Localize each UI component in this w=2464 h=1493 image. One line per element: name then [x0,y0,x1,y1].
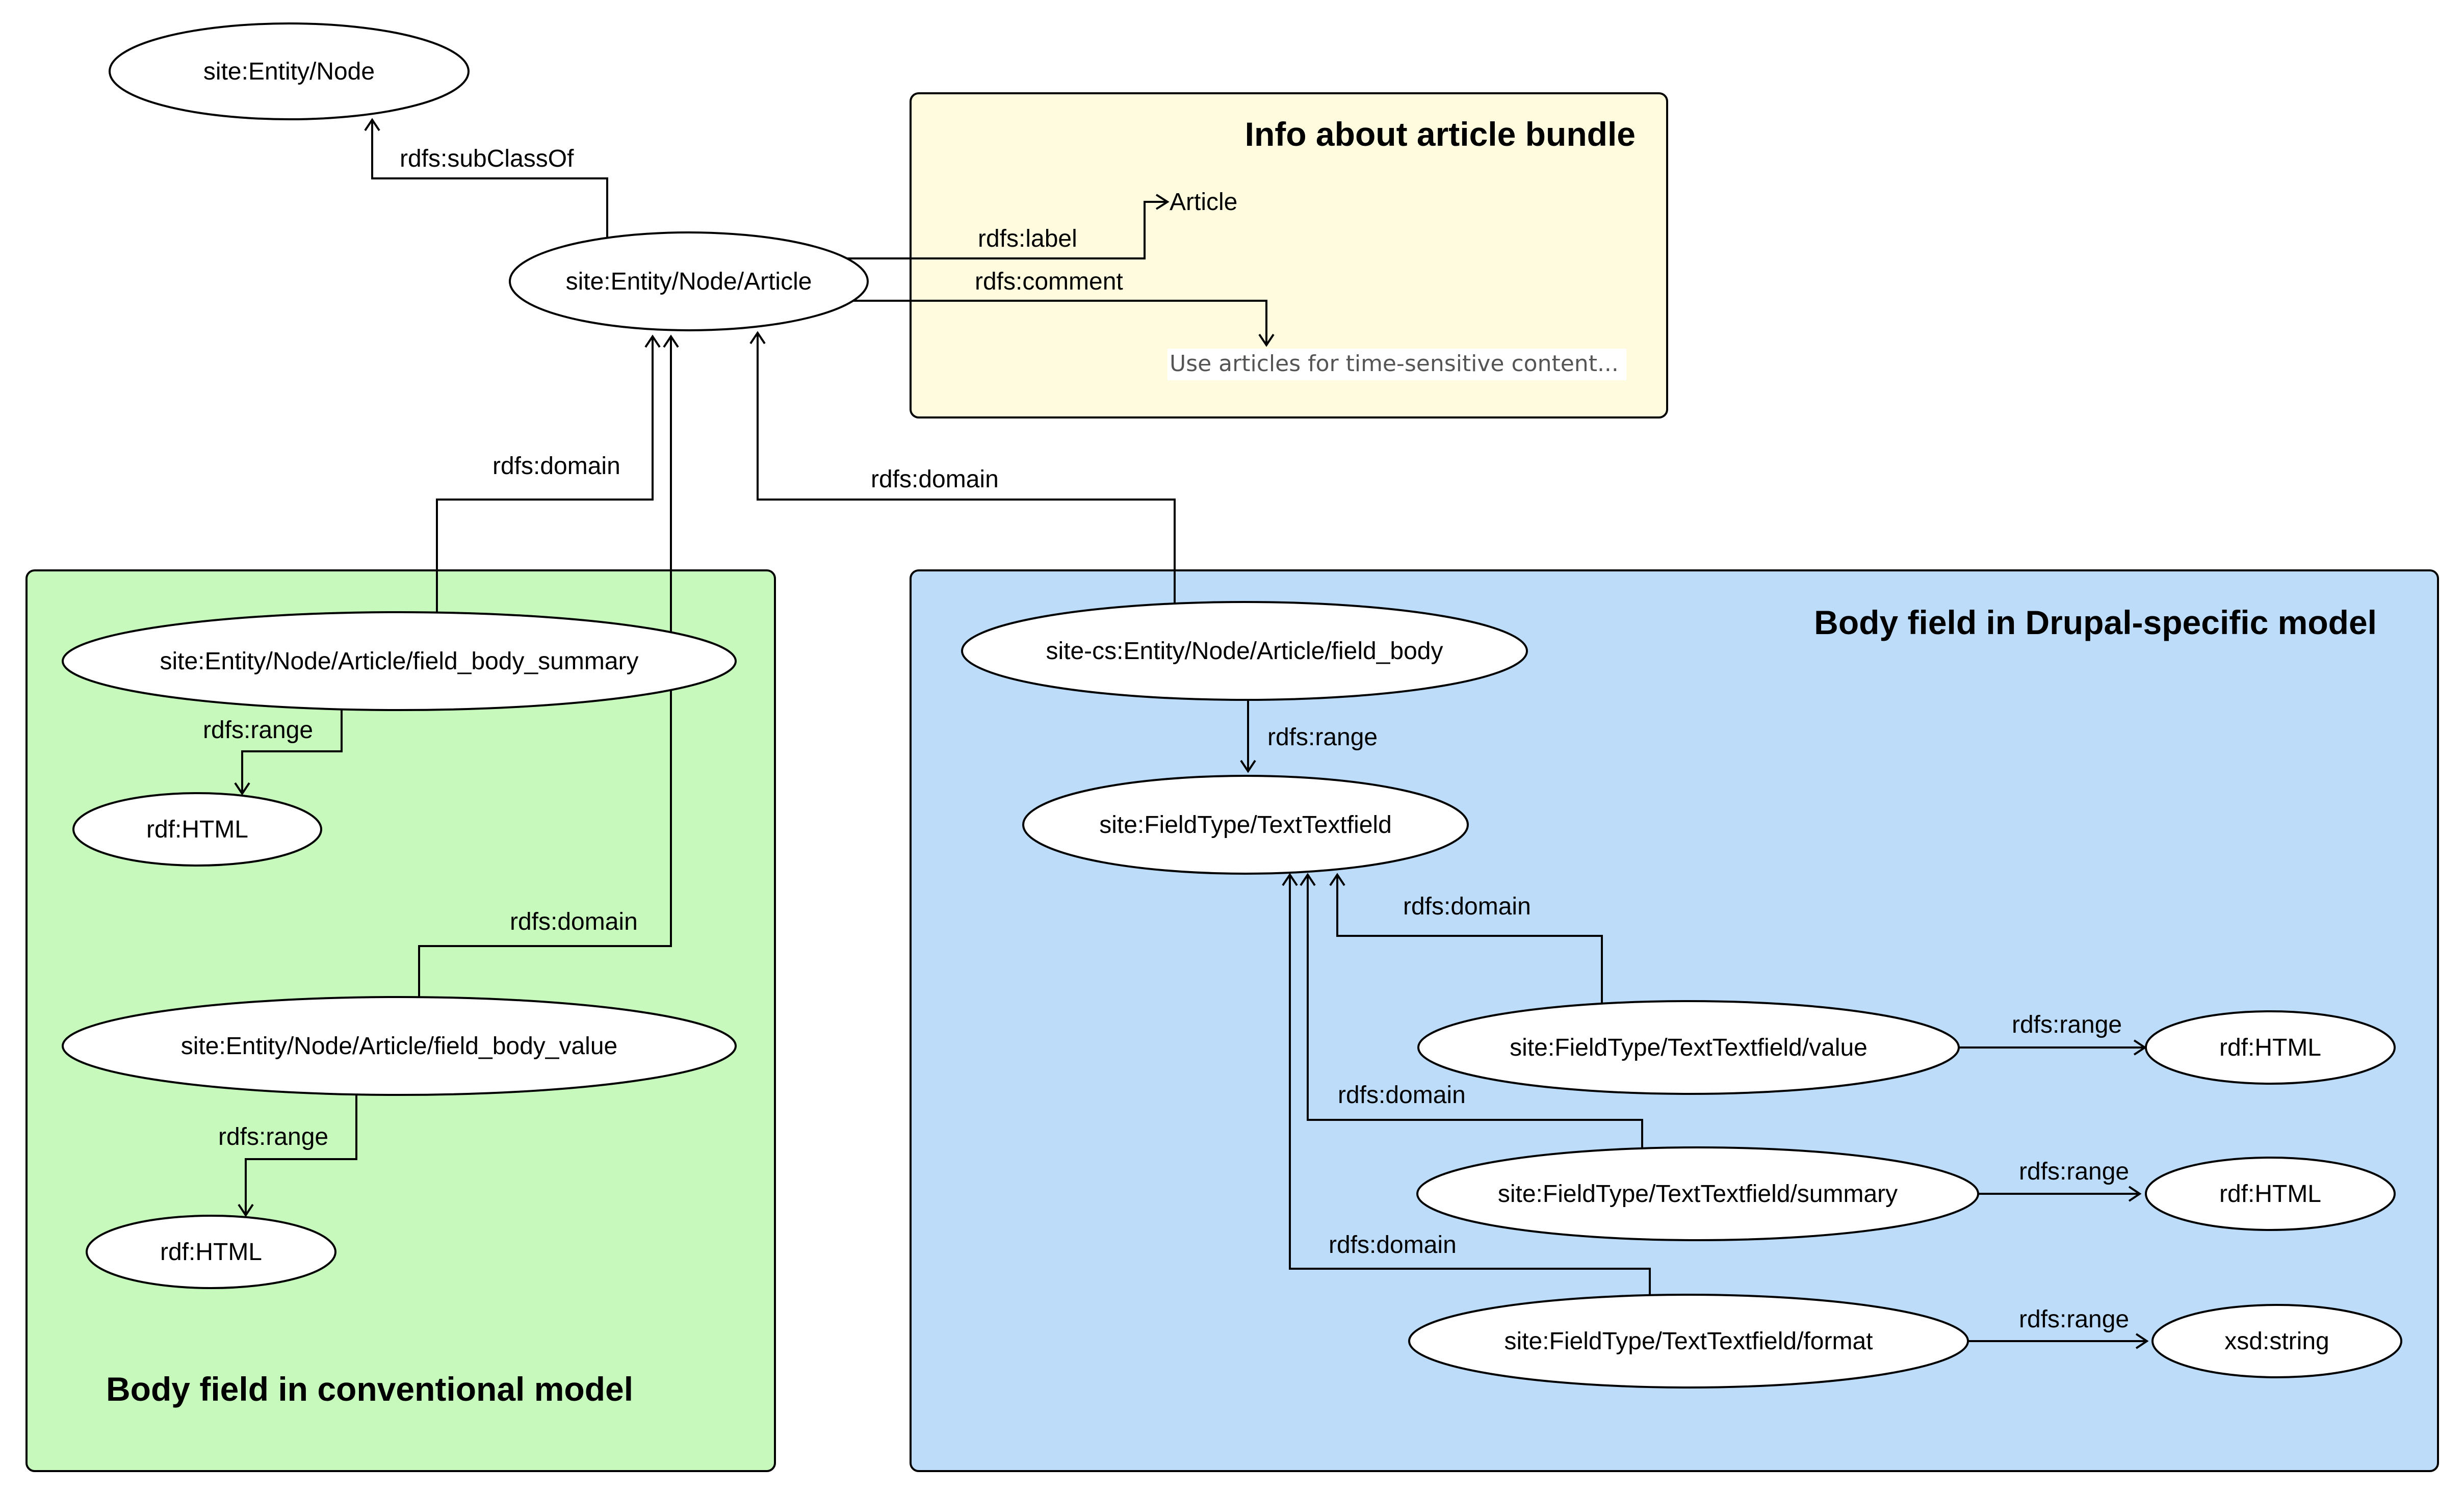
arrow-head [234,782,250,796]
node-article-label: site:Entity/Node/Article [566,268,812,295]
edge-label [846,201,1166,259]
edge-comment [851,300,1267,345]
edge-label-subclassof: rdfs:subClassOf [400,145,574,172]
arrow-head [749,331,766,345]
node-text-textfield-label: site:FieldType/TextTextfield [1099,811,1392,839]
node-value-html [86,1215,336,1289]
node-tt-format-string-label: xsd:string [2224,1328,2329,1355]
edge-label-comment: rdfs:comment [975,268,1123,295]
edge-value-range [245,1093,357,1215]
node-cs-field-body-label: site-cs:Entity/Node/Article/field_body [1046,638,1443,665]
node-field-body-summary-label: site:Entity/Node/Article/field_body_summ… [160,648,638,675]
edge-label-label: rdfs:label [978,225,1077,252]
arrow-head [1282,873,1298,886]
arrow-head [1329,873,1345,886]
literal-article-comment: Use articles for time-sensitive content.… [1170,351,1619,377]
node-tt-summary-html [2145,1157,2396,1231]
edge-label-tt-summary-range: rdfs:range [2019,1158,2129,1185]
edge-label-cs-range: rdfs:range [1267,724,1378,751]
arrow-head [1240,759,1256,773]
node-tt-value-html-label: rdf:HTML [2219,1034,2321,1061]
node-tt-value [1417,1000,1960,1095]
arrow-head [364,118,380,132]
group-info-box [910,92,1668,418]
node-tt-value-html [2145,1010,2396,1085]
edge-label-tt-value-domain: rdfs:domain [1403,893,1531,920]
literal-article-label: Article [1170,189,1237,216]
edge-tt-summary-domain [1307,875,1643,1148]
node-article [509,231,869,331]
node-summary-html-label: rdf:HTML [146,816,248,843]
node-field-body-value-label: site:Entity/Node/Article/field_body_valu… [181,1033,617,1060]
node-text-textfield [1022,775,1469,875]
edge-label-tt-value-range: rdfs:range [2012,1011,2122,1038]
arrow-head [1300,873,1316,886]
node-tt-value-label: site:FieldType/TextTextfield/value [1510,1034,1868,1061]
edge-label-cs-domain: rdfs:domain [871,466,999,493]
node-cs-field-body [961,601,1528,701]
node-tt-summary [1416,1146,1979,1241]
edge-subclassof [371,120,608,242]
arrow-head [2128,1186,2142,1202]
node-tt-summary-label: site:FieldType/TextTextfield/summary [1498,1181,1898,1208]
edge-label-value-range: rdfs:range [218,1123,328,1150]
edge-tt-format-domain [1289,875,1651,1294]
literal-comment-bg [1168,349,1626,380]
node-value-html-label: rdf:HTML [160,1239,262,1266]
edge-summary-range [241,710,343,793]
edge-label-summary-range: rdfs:range [203,717,313,744]
edge-label-value-domain: rdfs:domain [510,908,638,935]
node-field-body-value [62,996,737,1096]
node-field-body-summary [62,611,737,711]
group-info-title: Info about article bundle [1245,115,1636,153]
edge-label-tt-format-domain: rdfs:domain [1329,1232,1457,1259]
arrow-head [663,334,679,348]
edge-summary-domain [436,336,654,615]
arrow-head [644,334,661,348]
arrow-head [238,1203,254,1217]
arrow-head [1258,333,1275,347]
edge-label-tt-summary-domain: rdfs:domain [1338,1082,1466,1109]
edge-label-summary-domain: rdfs:domain [492,453,620,480]
arrow-head [1155,194,1170,210]
edge-cs-domain [757,333,1176,606]
arrow-head [2135,1333,2149,1349]
edge-label-tt-format-range: rdfs:range [2019,1306,2129,1333]
node-tt-summary-html-label: rdf:HTML [2219,1181,2321,1208]
group-drupal-title: Body field in Drupal-specific model [1814,604,2377,641]
node-tt-format [1408,1294,1969,1389]
node-tt-format-label: site:FieldType/TextTextfield/format [1505,1328,1873,1355]
edge-tt-value-domain [1336,875,1603,1003]
node-summary-html [72,792,322,867]
node-tt-format-string [2151,1304,2402,1378]
group-conventional-title: Body field in conventional model [106,1370,633,1408]
node-entity-node-label: site:Entity/Node [203,58,375,85]
node-entity-node [109,22,470,120]
